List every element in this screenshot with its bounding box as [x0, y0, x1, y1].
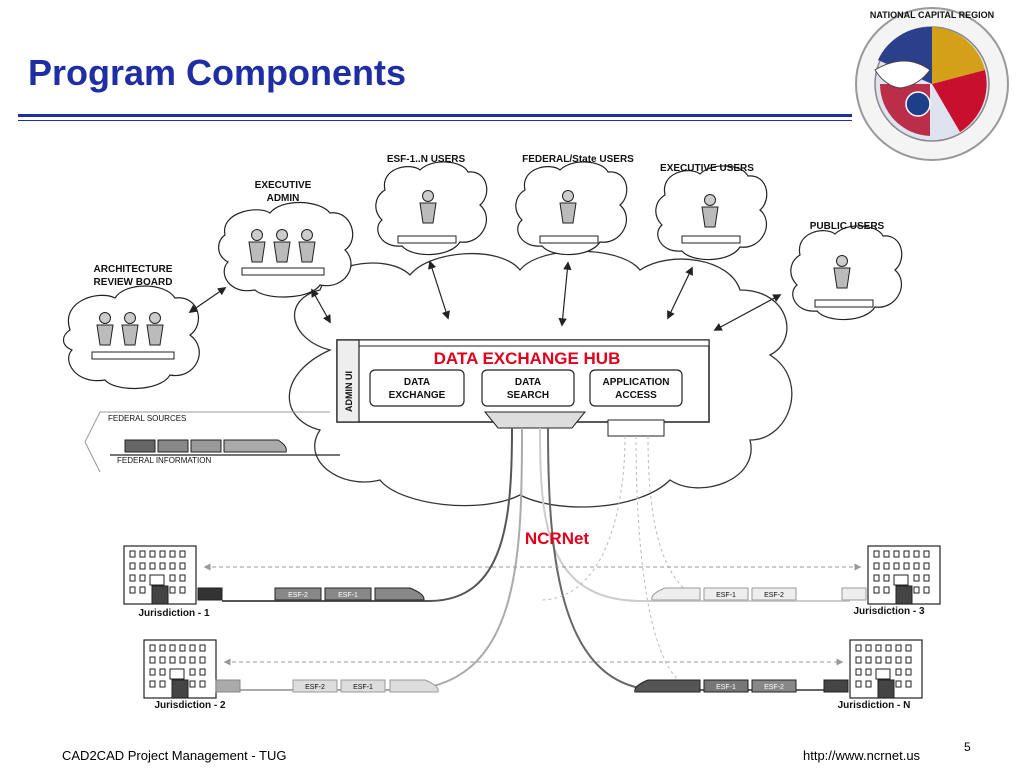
- component-data-exchange-line2: EXCHANGE: [389, 390, 446, 401]
- federal-information-label: FEDERAL INFORMATION: [117, 456, 211, 465]
- component-data-search-line2: SEARCH: [507, 390, 549, 401]
- component-application-access-line2: ACCESS: [615, 390, 657, 401]
- ncr-seal-icon: NATIONAL CAPITAL REGION: [855, 7, 1009, 161]
- train-j1-esf2: ESF-2: [288, 592, 308, 599]
- jurisdiction-3-label: Jurisdiction - 3: [853, 606, 925, 617]
- user-arrows: [188, 260, 782, 331]
- executive-users-label: EXECUTIVE USERS: [660, 163, 754, 174]
- train-j2-esf2: ESF-2: [305, 684, 325, 691]
- esf-users-label: ESF-1..N USERS: [387, 154, 466, 165]
- slide-title: Program Components: [28, 52, 407, 93]
- footer-project-name: CAD2CAD Project Management - TUG: [62, 748, 287, 763]
- federal-sources-panel: [84, 411, 340, 473]
- component-data-search-line1: DATA: [515, 377, 541, 388]
- train-j1: [197, 587, 425, 601]
- esf-users-cloud: [375, 161, 488, 256]
- train-j2-esf1: ESF-1: [353, 684, 373, 691]
- federal-sources-label: FEDERAL SOURCES: [108, 414, 186, 423]
- jurisdiction-n-label: Jurisdiction - N: [838, 700, 911, 711]
- data-exchange-hub: [336, 339, 710, 437]
- train-j2: [215, 679, 439, 693]
- architecture-review-board-cloud: [62, 285, 200, 390]
- federal-state-users-cloud: [515, 161, 628, 256]
- train-jn: [634, 679, 849, 693]
- svg-text:NATIONAL CAPITAL REGION: NATIONAL CAPITAL REGION: [870, 10, 994, 20]
- architecture-review-board-label-1: ARCHITECTURE: [94, 264, 173, 275]
- train-j1-esf1: ESF-1: [338, 592, 358, 599]
- page-number: 5: [964, 740, 971, 754]
- component-data-exchange-line1: DATA: [404, 377, 430, 388]
- public-users-cloud: [790, 225, 903, 321]
- train-jn-esf2: ESF-2: [764, 684, 784, 691]
- architecture-review-board-label-2: REVIEW BOARD: [94, 277, 173, 288]
- train-j3: [651, 587, 867, 601]
- executive-admin-label-2: ADMIN: [267, 193, 300, 204]
- jurisdiction-1-building-icon: [123, 545, 197, 605]
- jurisdiction-2-label: Jurisdiction - 2: [154, 700, 226, 711]
- train-j3-esf2: ESF-2: [764, 592, 784, 599]
- admin-ui-label: ADMIN UI: [344, 371, 354, 412]
- executive-admin-cloud: [218, 201, 354, 298]
- ncrnet-label: NCRNet: [525, 529, 590, 548]
- executive-users-cloud: [655, 165, 768, 261]
- title-divider-thin: [18, 120, 852, 121]
- jurisdiction-3-building-icon: [867, 545, 941, 605]
- train-jn-esf1: ESF-1: [716, 684, 736, 691]
- jurisdiction-n-building-icon: [849, 639, 923, 699]
- federal-state-users-label: FEDERAL/State USERS: [522, 154, 634, 165]
- jurisdiction-1-label: Jurisdiction - 1: [138, 608, 210, 619]
- ncrnet-links: [222, 427, 850, 691]
- executive-admin-label-1: EXECUTIVE: [255, 180, 312, 191]
- train-j3-esf1: ESF-1: [716, 592, 736, 599]
- hub-title: DATA EXCHANGE HUB: [434, 349, 621, 368]
- public-users-label: PUBLIC USERS: [810, 221, 885, 232]
- component-application-access-line1: APPLICATION: [602, 377, 669, 388]
- jurisdiction-2-building-icon: [143, 639, 217, 699]
- title-divider-thick: [18, 114, 852, 117]
- footer-url-link[interactable]: http://www.ncrnet.us: [803, 748, 921, 763]
